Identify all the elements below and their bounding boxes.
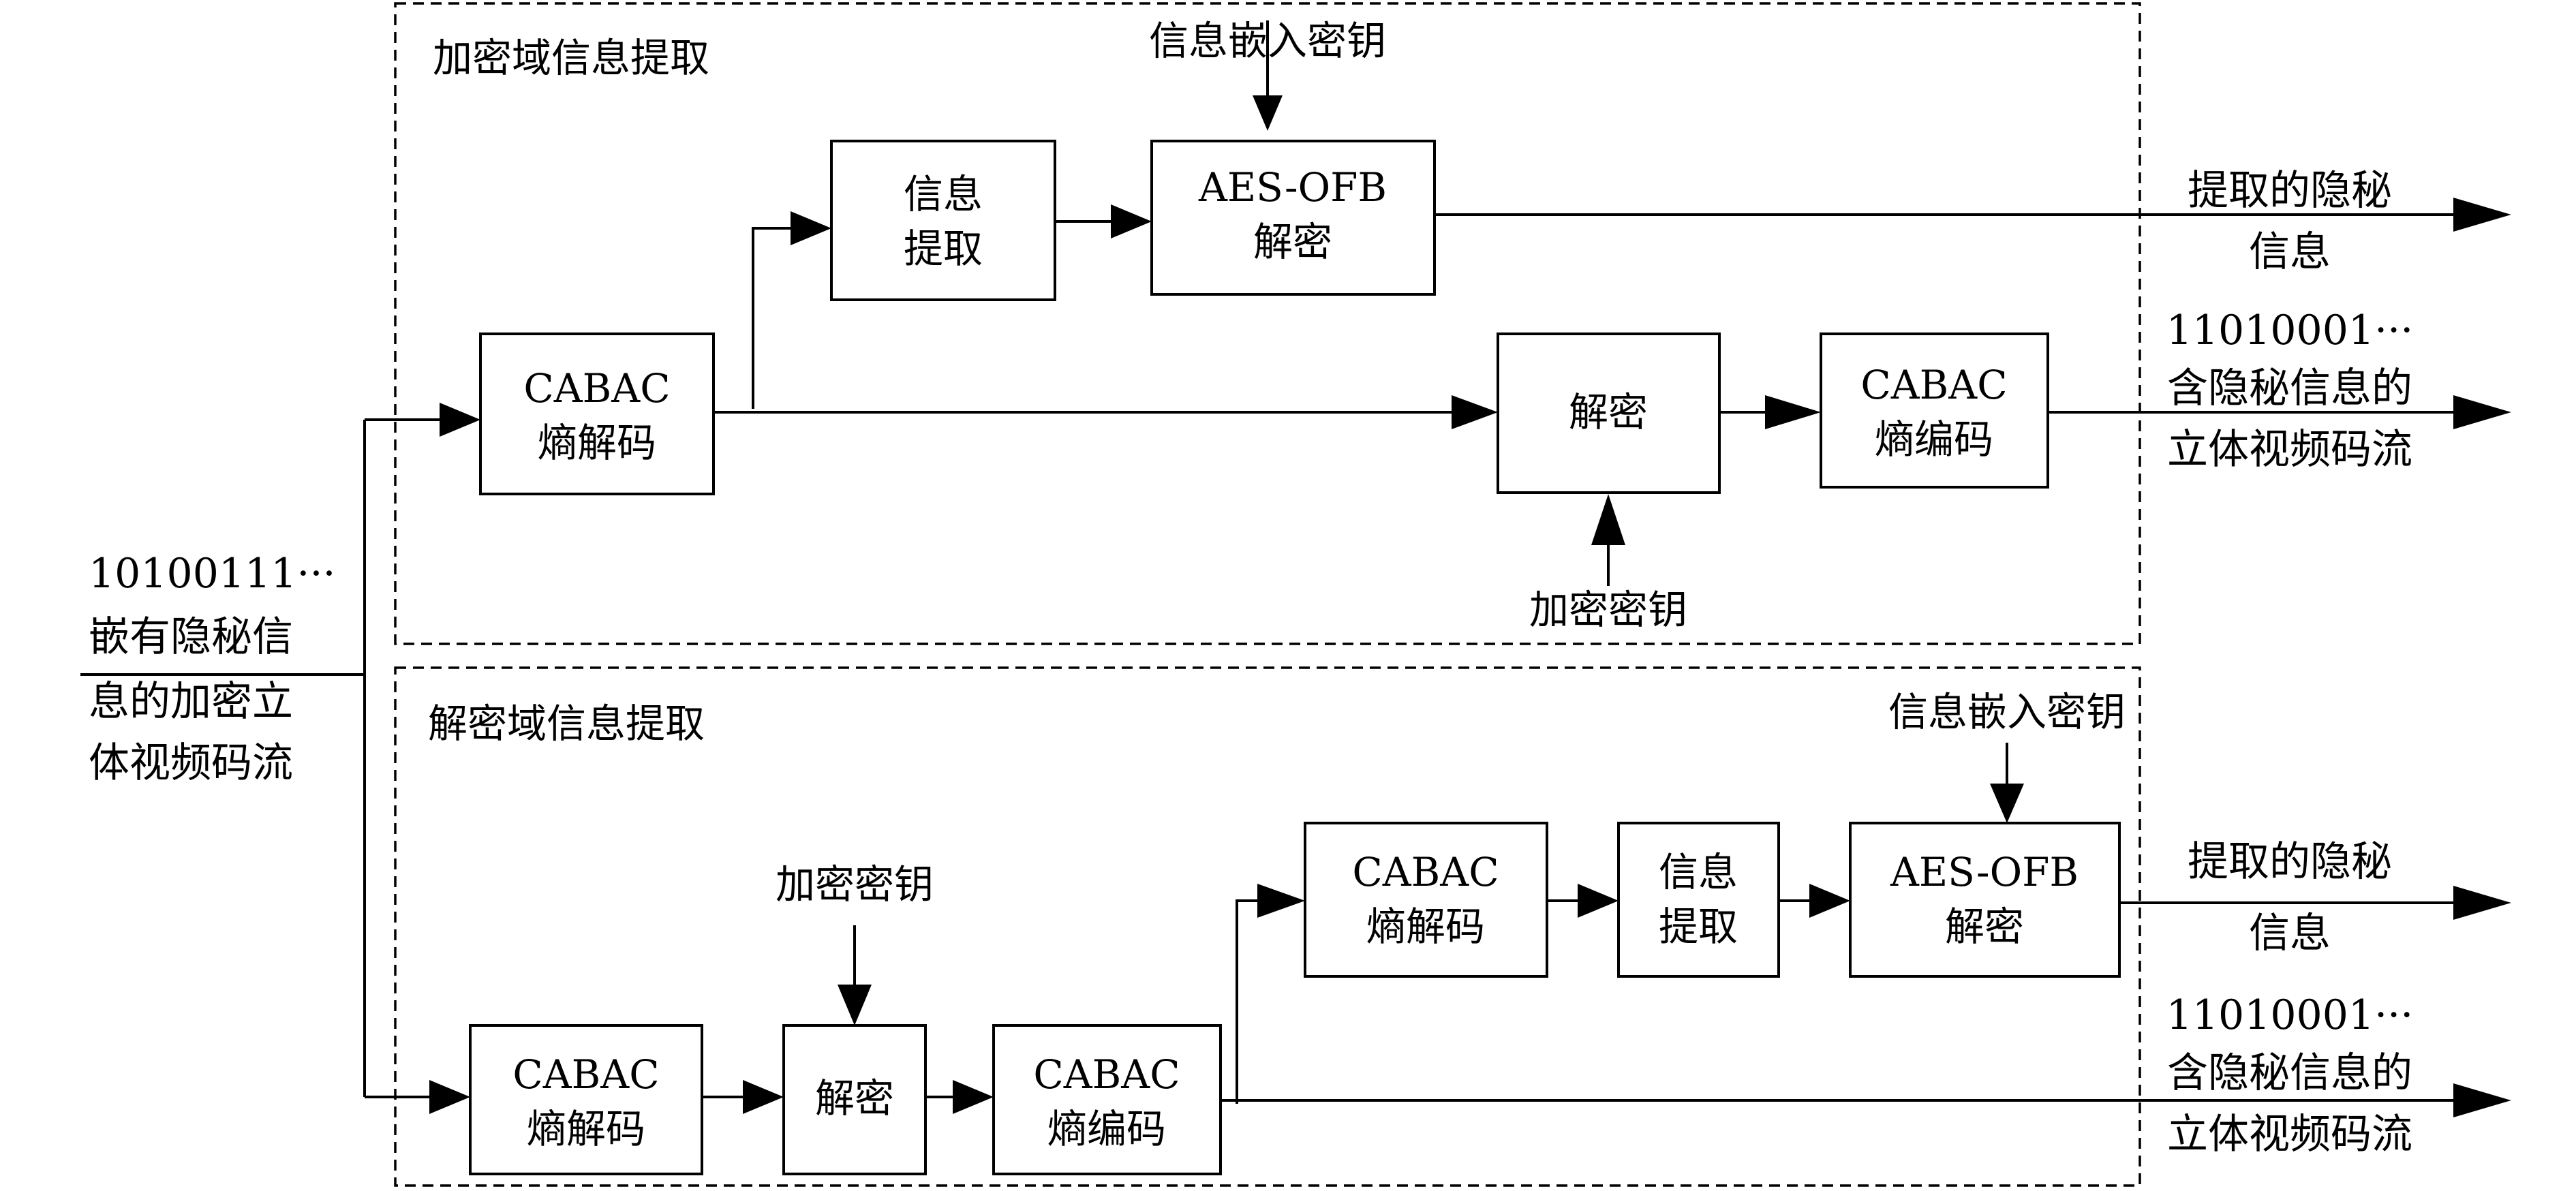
top-cabac-encode-label-2: 熵编码 [1875, 416, 1993, 463]
top-out-secret-label-2: 信息 [2249, 228, 2331, 276]
top-out-secret-label-1: 提取的隐秘 [2188, 167, 2392, 215]
bottom-aes-decrypt-label-2: 解密 [1945, 903, 2024, 950]
bottom-cabac-decode-2-label-2: 熵解码 [1366, 903, 1485, 950]
top-out-stream-bits: 11010001··· [2166, 307, 2414, 354]
arrowhead [1591, 494, 1625, 545]
top-cabac-decode-box [479, 332, 715, 495]
input-label-line-2: 息的加密立 [89, 678, 293, 726]
top-info-extract-box [830, 140, 1056, 301]
arrowhead [791, 211, 831, 245]
bottom-out-stream-label-1: 含隐秘信息的 [2167, 1049, 2412, 1097]
bottom-info-extract-label-2: 提取 [1659, 903, 1738, 950]
top-decrypt-label: 解密 [1569, 389, 1648, 435]
arrowhead [743, 1080, 784, 1114]
arrowhead [1578, 884, 1619, 918]
bottom-out-stream-bits: 11010001··· [2166, 991, 2414, 1039]
bottom-aes-decrypt-box [1849, 822, 2121, 978]
bottom-out-secret-label-2: 信息 [2249, 910, 2331, 957]
arrowhead [1257, 884, 1305, 918]
decrypted-domain-panel [394, 666, 2141, 1187]
bottom-embed-key-label: 信息嵌入密钥 [1888, 689, 2126, 735]
top-info-extract-label-2: 提取 [904, 226, 983, 272]
bottom-cabac-decode-1-box [469, 1024, 703, 1175]
bottom-panel-title: 解密域信息提取 [428, 700, 705, 747]
bottom-aes-decrypt-label-1: AES-OFB [1890, 849, 2079, 895]
top-cabac-decode-label-2: 熵解码 [538, 420, 656, 466]
arrowhead [1765, 395, 1821, 429]
top-out-stream-label-1: 含隐秘信息的 [2167, 365, 2412, 412]
arrowhead [2453, 198, 2511, 232]
bottom-cabac-decode-2-box [1304, 822, 1548, 978]
arrowhead [1809, 884, 1850, 918]
input-label-line-3: 体视频码流 [89, 739, 293, 787]
top-decrypt-box [1497, 332, 1721, 494]
bottom-cabac-decode-2-label-1: CABAC [1352, 849, 1499, 895]
top-aes-decrypt-label-1: AES-OFB [1198, 164, 1387, 211]
arrowhead [1253, 95, 1283, 131]
encrypted-domain-panel [394, 2, 2141, 645]
top-aes-decrypt-label-2: 解密 [1253, 219, 1332, 265]
top-cabac-encode-label-1: CABAC [1860, 362, 2007, 408]
bottom-cabac-encode-box [992, 1024, 1222, 1175]
bottom-decrypt-label: 解密 [815, 1075, 894, 1122]
arrowhead [953, 1080, 994, 1114]
top-cabac-encode-box [1820, 332, 2049, 489]
bottom-out-stream-label-2: 立体视频码流 [2167, 1111, 2412, 1158]
input-label-line-1: 嵌有隐秘信 [89, 613, 293, 661]
arrowhead [1990, 784, 2024, 823]
arrowhead [2453, 395, 2511, 429]
top-cabac-decode-label-1: CABAC [523, 365, 670, 412]
arrowhead [1452, 395, 1498, 429]
bottom-cabac-decode-1-label-1: CABAC [512, 1051, 659, 1098]
top-info-extract-label-1: 信息 [904, 171, 983, 217]
top-panel-title: 加密域信息提取 [433, 35, 709, 81]
top-encrypt-key-label: 加密密钥 [1529, 587, 1687, 633]
bottom-cabac-decode-1-label-2: 熵解码 [527, 1106, 645, 1152]
arrow-to-top-info-extract [752, 227, 791, 409]
arrowhead [2453, 1083, 2511, 1117]
arrowhead [838, 985, 872, 1025]
arrow-to-bottom-cabac-decode-2 [1236, 899, 1257, 1104]
bottom-info-extract-label-1: 信息 [1659, 849, 1738, 895]
bottom-cabac-encode-label-2: 熵编码 [1047, 1106, 1166, 1152]
arrowhead [2453, 886, 2511, 920]
arrowhead [1111, 204, 1152, 238]
arrowhead [429, 1080, 470, 1114]
bottom-encrypt-key-label: 加密密钥 [776, 861, 934, 908]
bottom-cabac-encode-label-1: CABAC [1033, 1051, 1180, 1098]
bottom-info-extract-box [1617, 822, 1780, 978]
bottom-out-secret-label-1: 提取的隐秘 [2188, 838, 2392, 886]
top-out-stream-label-2: 立体视频码流 [2167, 426, 2412, 474]
top-aes-decrypt-box [1150, 140, 1436, 296]
arrowhead [440, 403, 480, 437]
input-bitstream: 10100111··· [89, 550, 336, 598]
